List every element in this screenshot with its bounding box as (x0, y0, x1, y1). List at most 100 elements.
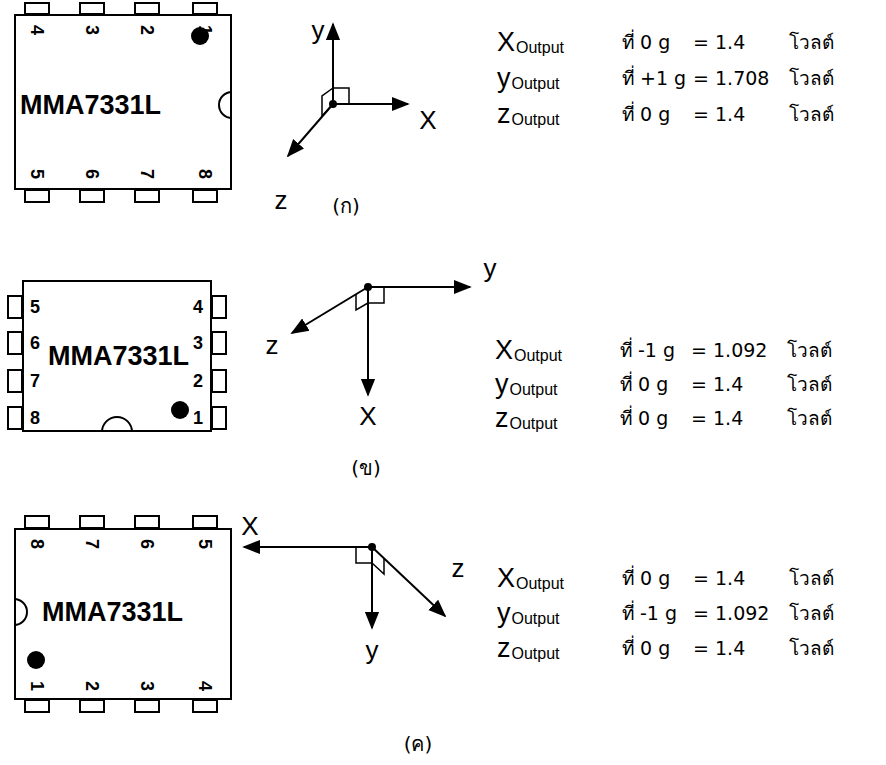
output-subscript: Output (516, 576, 564, 592)
voltage-value: 1.708 (715, 69, 769, 88)
axis-label: X (419, 107, 436, 133)
chip-part-number: MMA7331L (42, 599, 183, 626)
chip-body: MMA7331L (14, 528, 232, 700)
axis-output-name: y (497, 600, 511, 627)
output-subscript: Output (512, 611, 560, 627)
equals-sign: = (691, 341, 707, 360)
acceleration-value: +1 g (640, 69, 686, 88)
chip-part-number: MMA7331L (20, 92, 161, 119)
pin-number: 2 (138, 25, 156, 35)
voltage-value: 1.4 (715, 33, 745, 52)
axis-label: z (266, 332, 279, 358)
acceleration-value: 0 g (640, 569, 670, 588)
pin-number: 1 (28, 681, 46, 691)
voltage-value: 1.4 (713, 409, 743, 428)
pin-number: 4 (193, 298, 203, 316)
axis-arrows (288, 24, 408, 156)
acceleration-value: 0 g (640, 105, 670, 124)
acceleration-value: 0 g (640, 33, 670, 52)
equals-sign: = (693, 33, 709, 52)
pin-number: 1 (196, 25, 214, 35)
output-subscript: Output (510, 382, 558, 398)
output-subscript: Output (512, 646, 560, 662)
acceleration-value: -1 g (640, 604, 677, 623)
equals-sign: = (693, 604, 709, 623)
pin-number: 5 (30, 298, 40, 316)
volt-unit: โวลต์ (789, 69, 834, 88)
voltage-value: 1.4 (715, 569, 745, 588)
chip-pins (8, 296, 226, 429)
pin-number: 3 (138, 681, 156, 691)
at-word: ที่ (620, 409, 633, 428)
volt-unit: โวลต์ (789, 569, 834, 588)
chip-body: MMA7331L (14, 14, 232, 190)
pin-number: 8 (28, 539, 46, 549)
axis-output-name: z (495, 405, 509, 432)
pin-number: 4 (196, 681, 214, 691)
axis-label: X (359, 403, 376, 429)
axis-label: y (312, 17, 325, 43)
volt-unit: โวลต์ (787, 409, 832, 428)
axis-output-name: y (495, 371, 509, 398)
voltage-value: 1.092 (713, 341, 767, 360)
chip-notch (102, 417, 132, 432)
pin-number: 7 (83, 539, 101, 549)
equals-sign: = (691, 375, 707, 394)
volt-unit: โวลต์ (789, 33, 834, 52)
pin-number: 7 (30, 372, 40, 390)
output-subscript: Output (514, 348, 562, 364)
at-word: ที่ (622, 69, 635, 88)
axis-arrows (244, 544, 445, 628)
equals-sign: = (693, 69, 709, 88)
equals-sign: = (693, 639, 709, 658)
axis-label: z (452, 555, 465, 581)
axis-output-name: X (497, 29, 515, 56)
voltage-value: 1.4 (715, 105, 745, 124)
axis-output-name: z (497, 101, 511, 128)
pin-number: 8 (30, 409, 40, 427)
pin-number: 2 (83, 681, 101, 691)
pin1-dot (171, 401, 189, 419)
pin-number: 3 (83, 25, 101, 35)
acceleration-value: 0 g (638, 409, 668, 428)
pin-number: 8 (196, 169, 214, 179)
output-subscript: Output (512, 76, 560, 92)
axis-output-name: z (497, 635, 511, 662)
volt-unit: โวลต์ (789, 105, 834, 124)
axis-output-name: X (497, 565, 515, 592)
pin-number: 5 (196, 539, 214, 549)
acceleration-value: -1 g (638, 341, 675, 360)
volt-unit: โวลต์ (789, 639, 834, 658)
pin-number: 1 (193, 409, 203, 427)
pin-number: 4 (28, 25, 46, 35)
sub-figure-caption: (ข) (351, 458, 381, 478)
voltage-value: 1.4 (713, 375, 743, 394)
axis-label: X (241, 513, 258, 539)
pin-number: 6 (30, 334, 40, 352)
sub-figure-caption: (ค) (404, 734, 433, 754)
axis-output-name: y (497, 65, 511, 92)
pin-number: 2 (193, 372, 203, 390)
equals-sign: = (691, 409, 707, 428)
output-subscript: Output (516, 40, 564, 56)
chip-part-number: MMA7331L (48, 343, 189, 370)
pin1-dot (27, 651, 45, 669)
sub-figure-caption: (ก) (332, 196, 360, 216)
output-subscript: Output (510, 416, 558, 432)
acceleration-value: 0 g (640, 639, 670, 658)
voltage-value: 1.092 (715, 604, 769, 623)
axis-label: z (275, 187, 288, 213)
axis-label: y (366, 637, 379, 663)
axis-output-name: X (495, 337, 513, 364)
at-word: ที่ (622, 639, 635, 658)
volt-unit: โวลต์ (789, 604, 834, 623)
at-word: ที่ (620, 375, 633, 394)
output-subscript: Output (512, 112, 560, 128)
volt-unit: โวลต์ (787, 375, 832, 394)
volt-unit: โวลต์ (787, 341, 832, 360)
chip-pins (25, 516, 217, 712)
at-word: ที่ (620, 341, 633, 360)
pin-number: 6 (83, 169, 101, 179)
chip-body: MMA7331L (22, 280, 212, 432)
pin-number: 7 (138, 169, 156, 179)
